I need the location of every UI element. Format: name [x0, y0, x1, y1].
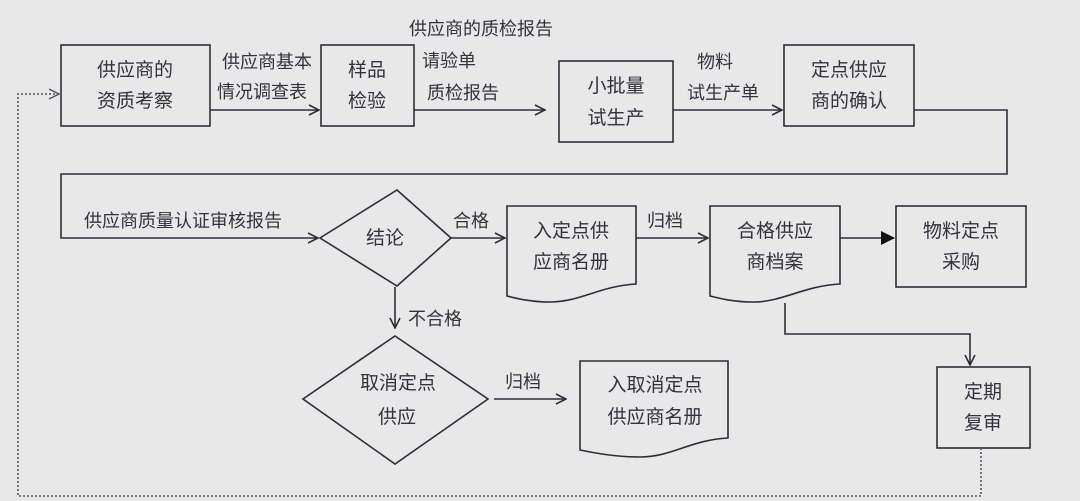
edge-label: 情况调查表 — [217, 82, 307, 103]
edge-confirm-to-conclusion: 供应商质量认证审核报告 — [60, 109, 1008, 238]
node-qualification-review: 供应商的 资质考察 — [60, 44, 211, 127]
edge-conclusion-to-cancel: 不合格 — [395, 287, 462, 330]
edge-sample-to-trial: 供应商的质检报告 请验单 质检报告 — [409, 19, 553, 110]
edge-cancel-to-cancelled-register: 归档 — [494, 372, 566, 399]
edge-label: 物料 — [697, 52, 733, 73]
edge-label: 供应商的质检报告 — [409, 19, 553, 40]
node-label: 资质考察 — [97, 90, 173, 112]
node-label: 商档案 — [746, 251, 803, 273]
node-label: 物料定点 — [923, 220, 999, 242]
node-label: 取消定点 — [360, 372, 436, 394]
node-label: 采购 — [942, 251, 980, 273]
edge-archive-to-review — [784, 303, 970, 365]
node-label: 入取消定点 — [607, 374, 702, 396]
node-periodic-review: 定期 复审 — [936, 366, 1031, 449]
node-label: 样品 — [348, 59, 386, 81]
node-label: 小批量 — [587, 75, 644, 97]
edge-label: 归档 — [647, 211, 683, 232]
edge-label: 质检报告 — [427, 83, 499, 104]
node-label: 供应 — [378, 406, 416, 428]
node-label: 定期 — [964, 381, 1002, 403]
node-conclusion: 结论 — [318, 189, 453, 287]
edge-label: 归档 — [505, 372, 541, 393]
node-label: 入定点供 — [533, 220, 609, 242]
node-label: 复审 — [964, 412, 1002, 434]
node-label: 试生产 — [587, 107, 644, 129]
node-sample-inspection: 样品 检验 — [320, 44, 415, 127]
node-label: 结论 — [366, 227, 404, 249]
node-label: 供应商名册 — [607, 406, 702, 428]
edge-conclusion-to-register: 合格 — [451, 211, 505, 238]
edge-register-to-archive: 归档 — [636, 211, 708, 238]
node-small-batch-trial: 小批量 试生产 — [558, 60, 674, 143]
node-label: 定点供应 — [811, 59, 887, 81]
edge-qualification-to-sample: 供应商基本 情况调查表 — [210, 52, 319, 110]
node-label: 供应商的 — [97, 59, 173, 81]
node-designated-register: 入定点供 应商名册 — [506, 205, 637, 303]
edge-trial-to-confirm: 物料 试生产单 — [673, 52, 782, 110]
node-designated-supplier-confirm: 定点供应 商的确认 — [783, 44, 915, 127]
edge-label: 请验单 — [422, 51, 476, 72]
edge-label: 供应商基本 — [222, 52, 312, 73]
node-label: 合格供应 — [737, 220, 813, 242]
node-designated-purchase: 物料定点 采购 — [895, 205, 1027, 288]
edge-label: 合格 — [453, 211, 489, 232]
node-label: 检验 — [348, 90, 386, 112]
node-cancelled-register: 入取消定点 供应商名册 — [579, 360, 729, 458]
edge-review-to-qualification — [17, 94, 982, 497]
node-cancel-designation: 取消定点 供应 — [301, 335, 490, 465]
edge-label: 不合格 — [408, 309, 462, 330]
edge-label: 供应商质量认证审核报告 — [84, 211, 282, 232]
node-label: 商的确认 — [811, 90, 887, 112]
node-qualified-archive: 合格供应 商档案 — [709, 205, 841, 303]
node-label: 应商名册 — [533, 251, 609, 273]
edge-label: 试生产单 — [687, 83, 759, 104]
